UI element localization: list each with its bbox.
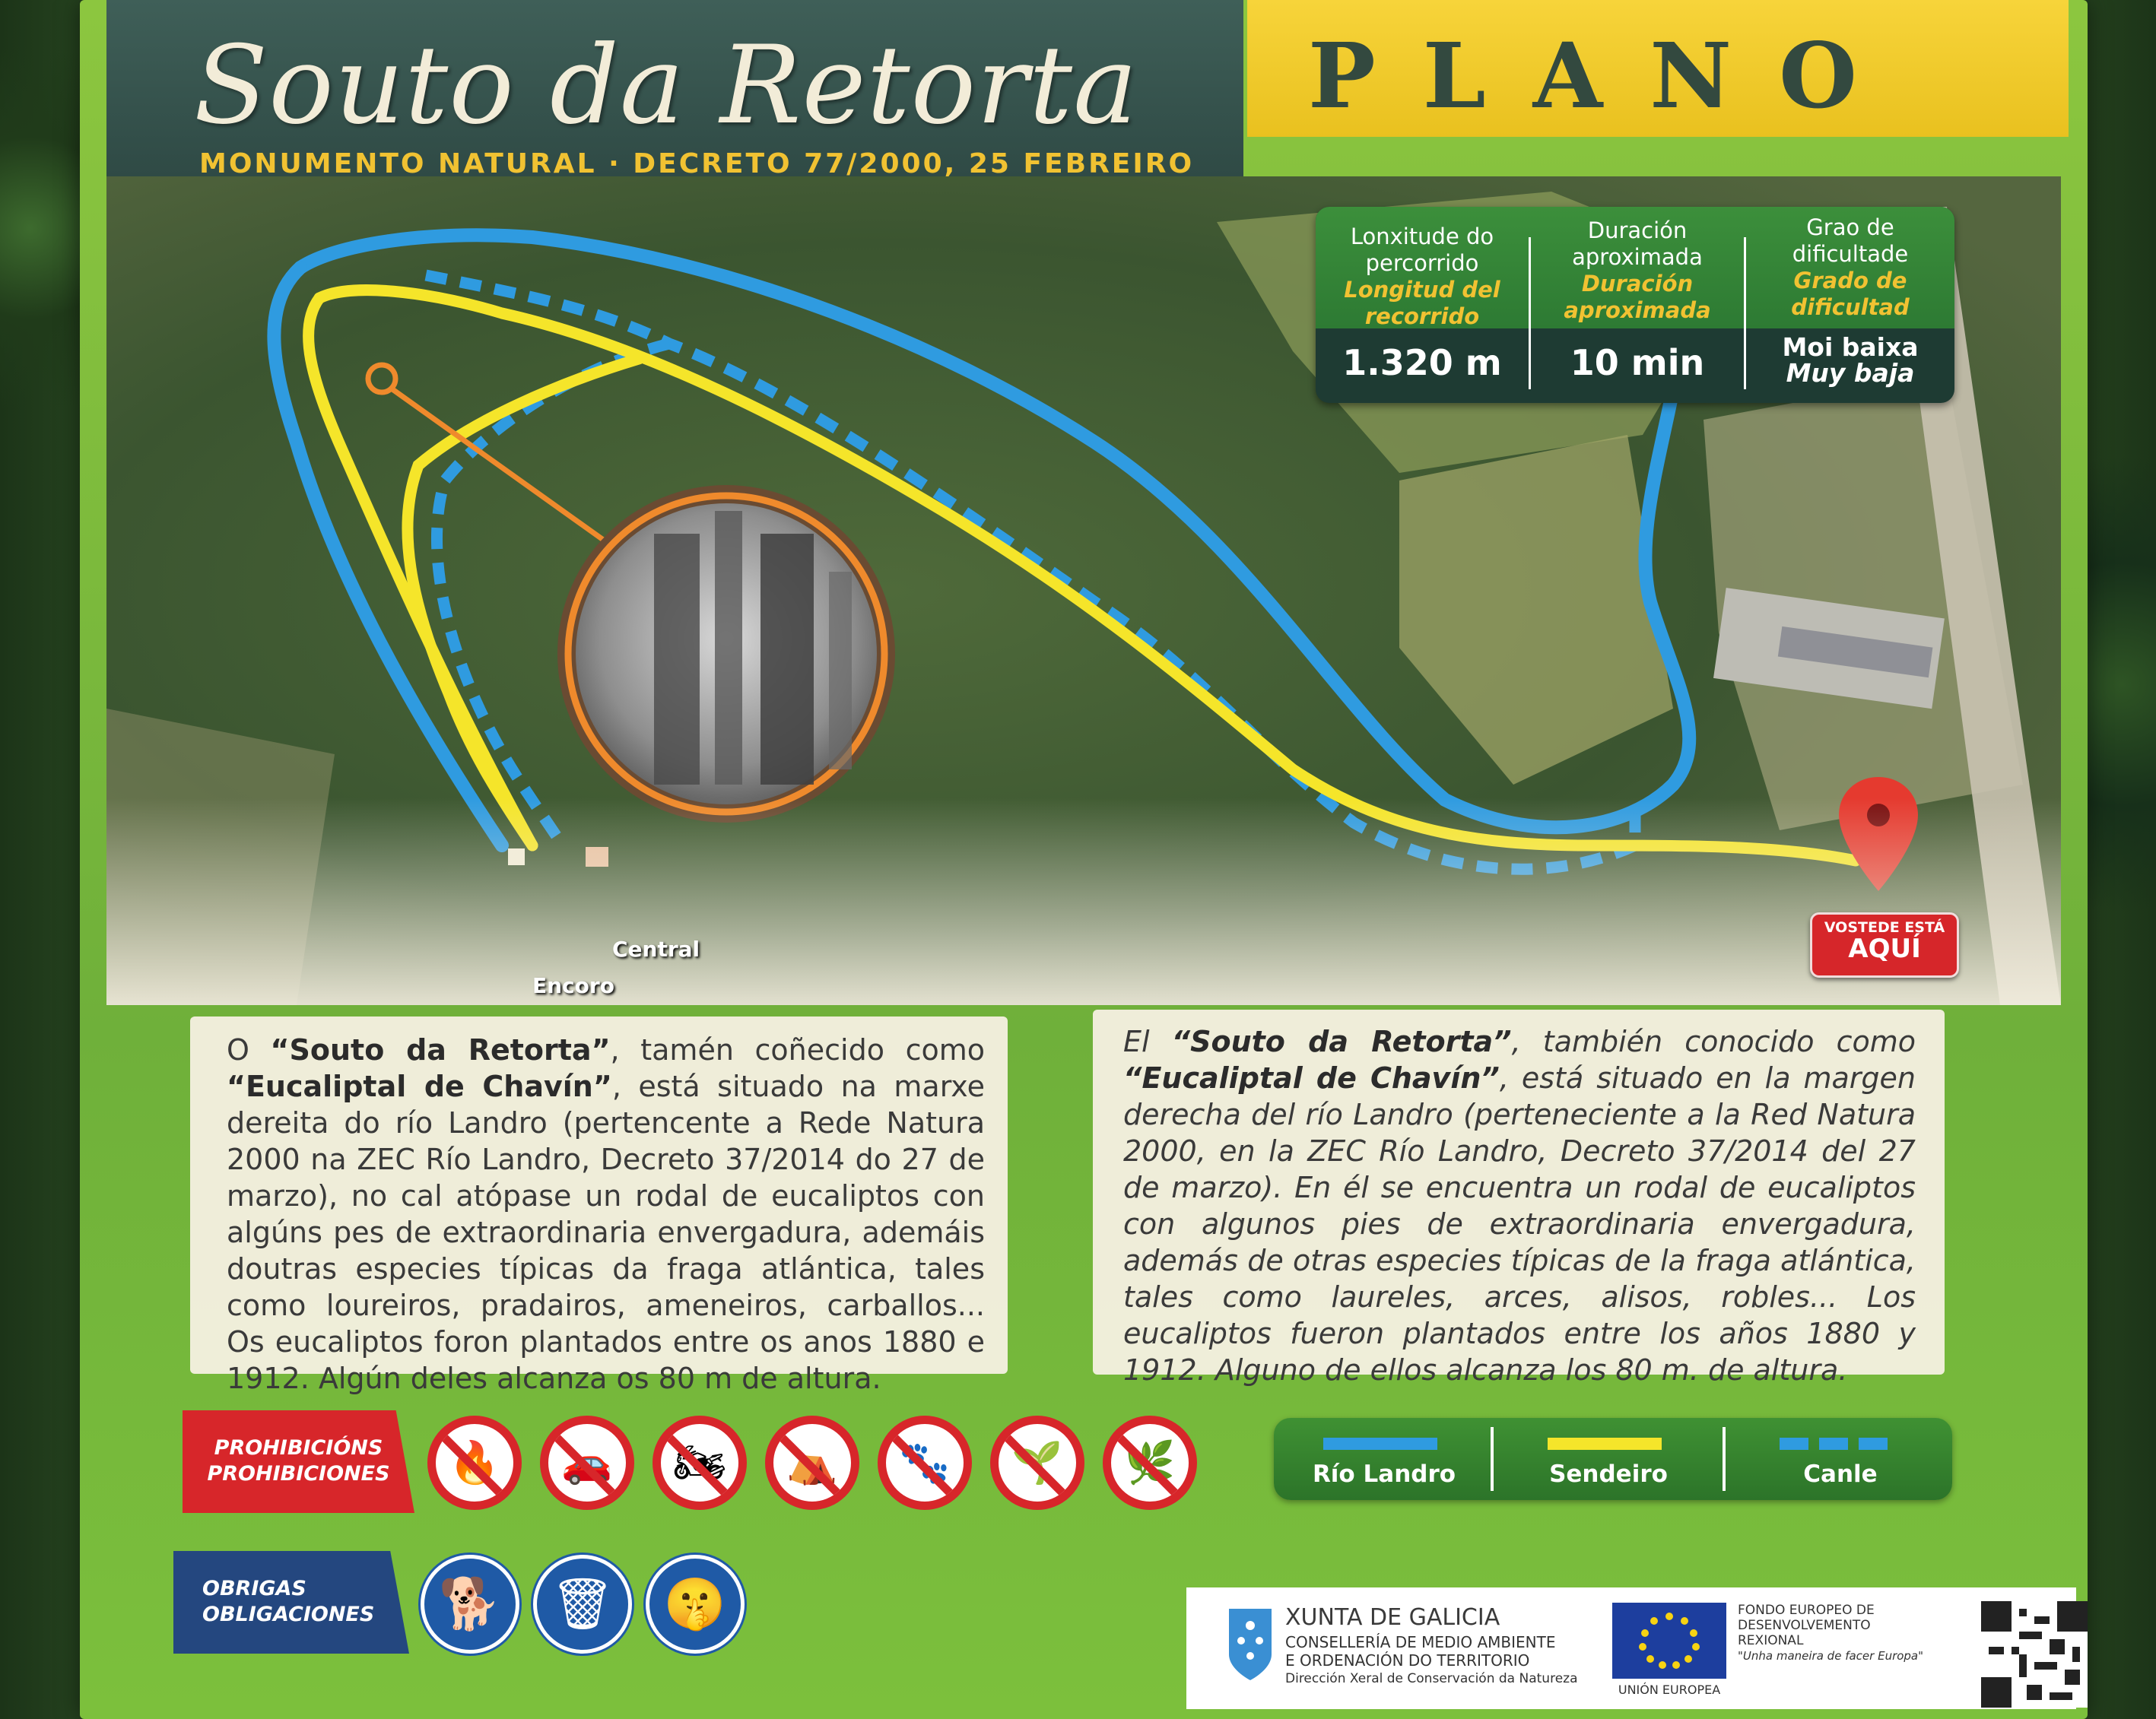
fund-motto: "Unha maneira de facer Europa": [1738, 1649, 1924, 1663]
obligations-label-es: OBLIGACIONES: [202, 1603, 375, 1626]
plano-panel: [1247, 0, 2069, 137]
text-gl-part: , tamén coñecido como: [610, 1033, 985, 1067]
qr-code-icon: [1981, 1601, 2088, 1708]
prohibitions-label: PROHIBICIÓNS PROHIBICIONES: [183, 1410, 414, 1513]
map-label-central: Central: [612, 937, 700, 962]
stat-difficulty-value-es: Muy baja: [1786, 358, 1915, 388]
no-mushroom-picking-icon: 🌿: [1103, 1416, 1197, 1510]
stat-difficulty-value: Moi baixa: [1782, 332, 1919, 362]
legend-river-line: [1323, 1438, 1437, 1450]
route-stats-box: Lonxitude do percorrido Longitud del rec…: [1316, 207, 1954, 403]
text-gl-bold: “Eucaliptal de Chavín”: [227, 1070, 612, 1103]
stat-duration-label-es: Duración aproximada: [1564, 271, 1711, 323]
legend-channel-label: Canle: [1803, 1461, 1878, 1488]
stat-difficulty-label: Grao de dificultade: [1792, 214, 1909, 267]
text-gl-part: , está situado na marxe dereita do río L…: [227, 1070, 985, 1395]
xunta-line1: CONSELLERÍA DE MEDIO AMBIENTE: [1285, 1633, 1556, 1651]
no-cars-icon: 🚗: [540, 1416, 634, 1510]
fund-text: FONDO EUROPEO DE DESENVOLVEMENTO REXIONA…: [1738, 1603, 1923, 1663]
obligations-label-gl: OBRIGAS: [202, 1577, 306, 1600]
no-motorbikes-icon: 🏍: [653, 1416, 747, 1510]
stat-duration-label: Duración aproximada: [1572, 217, 1703, 270]
board-subtitle: MONUMENTO NATURAL · DECRETO 77/2000, 25 …: [199, 148, 1195, 179]
stat-duration: Duración aproximada Duración aproximada …: [1531, 207, 1744, 403]
stats-divider: [1529, 237, 1531, 389]
stats-header-band: [1316, 207, 1954, 328]
fund-line3: REXIONAL: [1738, 1633, 1804, 1648]
you-are-here-big: AQUÍ: [1848, 934, 1921, 964]
map-legend: Río Landro Sendeiro Canle: [1274, 1418, 1952, 1500]
xunta-text: XUNTA DE GALICIA CONSELLERÍA DE MEDIO AM…: [1285, 1603, 1578, 1688]
stat-length-label: Lonxitude do percorrido: [1350, 224, 1494, 276]
board-title: Souto da Retorta: [194, 23, 1138, 148]
prohibitions-label-es: PROHIBICIONES: [207, 1462, 390, 1486]
xunta-title: XUNTA DE GALICIA: [1285, 1604, 1500, 1631]
description-galician: O “Souto da Retorta”, tamén coñecido com…: [190, 1016, 1008, 1395]
legend-item-trail: Sendeiro: [1498, 1418, 1719, 1500]
no-plant-picking-icon: 🌱: [990, 1416, 1084, 1510]
fund-line1: FONDO EUROPEO DE: [1738, 1603, 1875, 1618]
text-es-part: , está situado en la margen derecha del …: [1123, 1061, 1916, 1387]
stat-difficulty: Grao de dificultade Grado de dificultad …: [1746, 207, 1954, 403]
you-are-here-badge: VOSTEDE ESTÁ AQUÍ: [1810, 912, 1959, 978]
text-es-part: , también conocido como: [1511, 1025, 1916, 1058]
dog-on-leash-icon: 🐕: [421, 1555, 519, 1654]
eu-flag-icon: [1612, 1603, 1726, 1679]
legend-item-river: Río Landro: [1274, 1418, 1494, 1500]
use-bin-icon: 🗑: [533, 1555, 632, 1654]
keep-silence-icon: 🤫: [646, 1555, 745, 1654]
text-es-part: El: [1123, 1025, 1172, 1058]
map-label-encoro: Encoro: [532, 973, 614, 998]
legend-river-label: Río Landro: [1312, 1461, 1456, 1488]
stat-length-label-es: Longitud del recorrido: [1344, 277, 1500, 329]
xunta-line2: E ORDENACIÓN DO TERRITORIO: [1285, 1651, 1530, 1670]
legend-trail-label: Sendeiro: [1549, 1461, 1668, 1488]
stat-length-value: 1.320 m: [1342, 342, 1502, 383]
no-fire-icon: 🔥: [427, 1416, 522, 1510]
title-panel: [106, 0, 1243, 176]
prohibitions-label-gl: PROHIBICIÓNS: [214, 1436, 383, 1460]
eu-label: UNIÓN EUROPEA: [1618, 1683, 1721, 1697]
stat-duration-value: 10 min: [1570, 342, 1705, 383]
no-camping-icon: ⛺: [765, 1416, 859, 1510]
text-es-bold: “Souto da Retorta”: [1171, 1025, 1512, 1058]
stat-difficulty-label-es: Grado de dificultad: [1791, 268, 1910, 320]
legend-divider: [1723, 1427, 1726, 1491]
text-gl-part: O: [227, 1033, 271, 1067]
stats-divider: [1744, 237, 1746, 389]
text-es-bold: “Eucaliptal de Chavín”: [1123, 1061, 1500, 1095]
stat-length: Lonxitude do percorrido Longitud del rec…: [1316, 207, 1529, 403]
xunta-line3: Dirección Xeral de Conservación da Natur…: [1285, 1671, 1578, 1686]
legend-channel-line: [1780, 1438, 1894, 1450]
description-spanish: El “Souto da Retorta”, también conocido …: [1093, 1010, 1945, 1387]
legend-divider: [1491, 1427, 1494, 1491]
no-hunting-icon: 🐾: [878, 1416, 972, 1510]
fund-line2: DESENVOLVEMENTO: [1738, 1618, 1871, 1633]
legend-trail-line: [1548, 1438, 1662, 1450]
you-are-here-small: VOSTEDE ESTÁ: [1824, 919, 1945, 936]
galicia-coat-of-arms-icon: [1229, 1609, 1272, 1680]
text-gl-bold: “Souto da Retorta”: [270, 1033, 611, 1067]
plano-heading: PLANO: [1308, 23, 1904, 128]
obligations-label: OBRIGAS OBLIGACIONES: [173, 1551, 409, 1654]
legend-item-channel: Canle: [1730, 1418, 1951, 1500]
